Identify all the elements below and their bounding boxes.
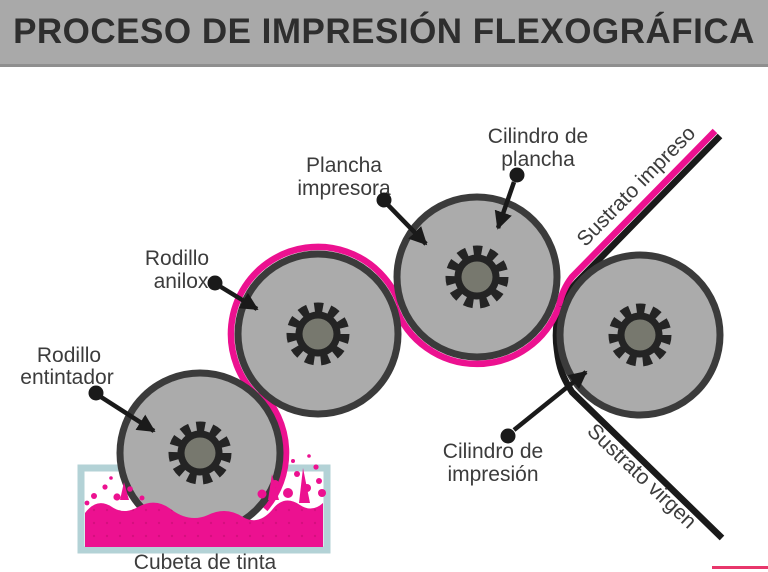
title-bar: PROCESO DE IMPRESIÓN FLEXOGRÁFICA [0,0,768,67]
callout-label: anilox [154,270,209,293]
ink-splashes [84,454,326,506]
sustrato-impreso-web [555,128,718,307]
page-title: PROCESO DE IMPRESIÓN FLEXOGRÁFICA [13,12,755,51]
label-dot [207,275,223,291]
label-dot [88,385,104,401]
callout-plancha-impresora: Plancha impresora [297,154,428,246]
callout-rodillo-anilox: Rodillo anilox [145,247,259,311]
callout-label: Rodillo [145,247,209,270]
sustrato-virgen-label: Sustrato virgen [583,419,701,533]
sustrato-impreso-label: Sustrato impreso [572,122,700,251]
callout-label: Rodillo [37,344,101,367]
cubeta-tinta-label: Cubeta de tinta [134,551,277,572]
callout-label: plancha [501,148,575,171]
bottom-right-accent [712,566,768,569]
label-arrow [512,370,588,432]
label-dot [509,167,525,183]
callout-label: impresora [297,177,391,200]
callout-cilindro-plancha: Cilindro de plancha [488,125,588,230]
callout-rodillo-entintador: Rodillo entintador [20,344,156,433]
ink-film-plancha [391,304,563,368]
callout-cilindro-impresion: Cilindro de impresión [443,370,588,486]
callout-label: impresión [447,463,538,486]
label-arrow [494,181,517,230]
label-dot [500,428,516,444]
label-dot [376,192,392,208]
callout-label: Cilindro de [443,440,543,463]
label-arrow [386,203,428,246]
ink-film-anilox [227,243,404,399]
callout-label: entintador [20,366,113,389]
callout-label: Plancha [306,154,382,177]
callout-label: Cilindro de [488,125,588,148]
ink-pool [84,454,326,547]
label-arrow [219,285,259,311]
label-arrow [99,395,156,433]
